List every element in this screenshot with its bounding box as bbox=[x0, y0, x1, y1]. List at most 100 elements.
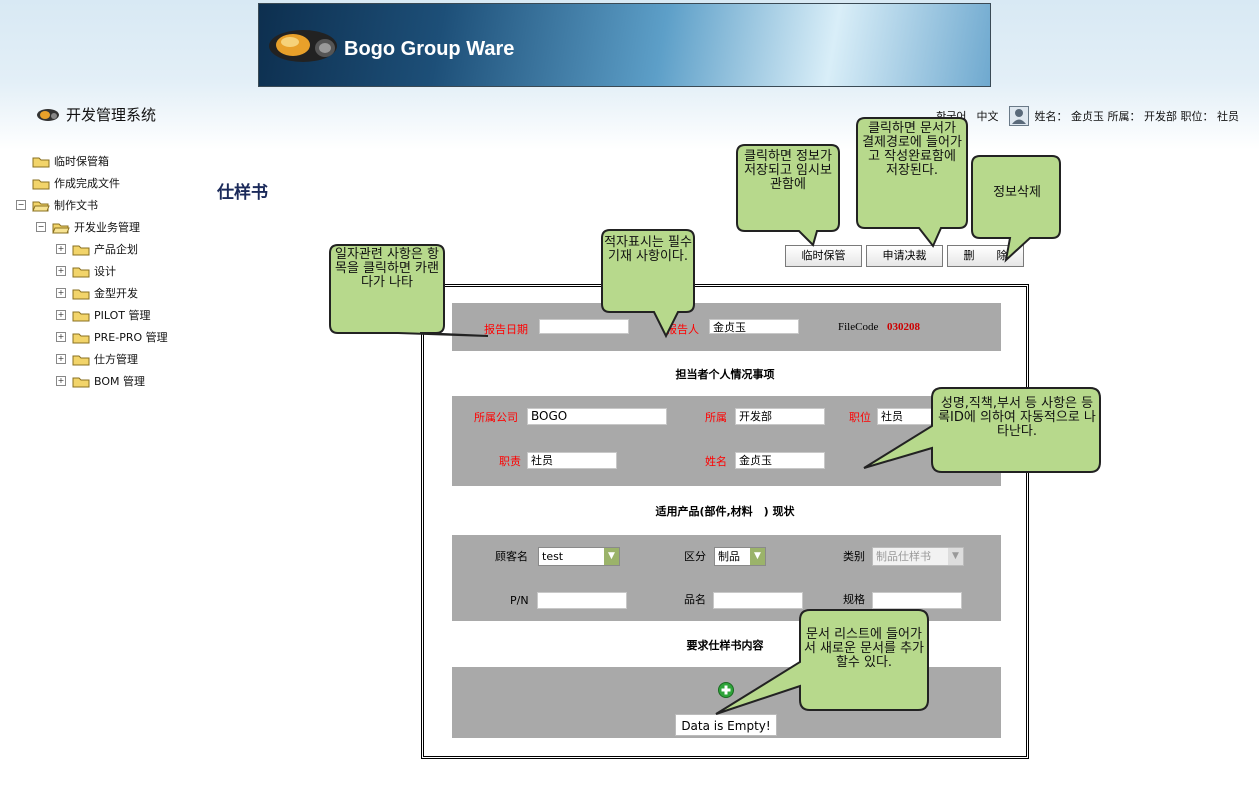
filecode-label: FileCode bbox=[838, 321, 879, 333]
product-name-input[interactable] bbox=[713, 592, 803, 609]
user-info: 姓名： 金贞玉 所属： 开发部 职位： 社员 bbox=[1034, 110, 1239, 123]
required-hint-text: 적자표시는 필수기재 사항이다. bbox=[604, 235, 692, 264]
approval-hint-text: 클릭하면 문서가 결제경로에 들어가고 작성완료함에 저장된다. bbox=[862, 121, 962, 178]
sidebar-item-label: 产品企划 bbox=[94, 243, 138, 256]
temp-save-hint-text: 클릭하면 정보가 저장되고 임시보관함에 bbox=[744, 149, 832, 192]
folder-icon bbox=[32, 179, 50, 189]
folder-icon bbox=[72, 311, 90, 321]
expand-icon[interactable]: + bbox=[56, 354, 66, 364]
sidebar-item-label: 金型开发 bbox=[94, 287, 138, 300]
sidebar-item-product-planning[interactable]: + 产品企划 bbox=[56, 241, 138, 257]
system-logo-icon bbox=[37, 108, 59, 121]
delete-hint-callout bbox=[971, 155, 1061, 263]
sidebar-item-label: 设计 bbox=[94, 265, 116, 278]
date-hint-callout bbox=[329, 244, 489, 337]
product-name-label: 品名 bbox=[684, 593, 706, 606]
sidebar-item-design[interactable]: + 设计 bbox=[56, 263, 116, 279]
category-select-value: 制品仕样书 bbox=[876, 550, 931, 563]
temp-save-hint-callout bbox=[736, 144, 840, 247]
sidebar-item-method[interactable]: + 仕方管理 bbox=[56, 351, 138, 367]
name-input[interactable]: 金贞玉 bbox=[735, 452, 825, 469]
folder-icon bbox=[72, 355, 90, 365]
report-date-label: 报告日期 bbox=[484, 323, 528, 336]
user-bar: 한국어 中文 姓名： 金贞玉 所属： 开发部 职位： 社员 bbox=[936, 106, 1239, 126]
spec-label: 规格 bbox=[843, 593, 865, 606]
category-label: 类别 bbox=[843, 550, 865, 563]
expand-icon[interactable]: + bbox=[56, 244, 66, 254]
folder-icon bbox=[72, 333, 90, 343]
reporter-input[interactable]: 金贞玉 bbox=[709, 319, 799, 334]
division-select-value: 制品 bbox=[718, 550, 740, 563]
folder-icon bbox=[72, 267, 90, 277]
request-approval-button[interactable]: 申请决裁 bbox=[866, 245, 943, 267]
system-title-bar: 开发管理系统 bbox=[36, 104, 156, 125]
add-doc-hint-callout bbox=[715, 609, 929, 715]
open-folder-icon bbox=[52, 223, 70, 233]
user-avatar-icon bbox=[1008, 106, 1029, 126]
sidebar-item-label: BOM 管理 bbox=[94, 375, 145, 388]
sidebar-item-label: 开发业务管理 bbox=[74, 221, 140, 234]
lang-chinese-link[interactable]: 中文 bbox=[976, 110, 999, 123]
add-doc-hint-text: 문서 리스트에 들어가서 새로운 문서를 추가할수 있다. bbox=[803, 627, 925, 670]
folder-icon bbox=[72, 377, 90, 387]
pn-label: P/N bbox=[510, 594, 529, 607]
expand-icon[interactable]: + bbox=[56, 288, 66, 298]
sidebar-item-completed-files[interactable]: 作成完成文件 bbox=[32, 175, 120, 191]
required-hint-callout bbox=[601, 229, 695, 339]
expand-icon[interactable]: + bbox=[56, 266, 66, 276]
reporter-label: 报告人 bbox=[666, 323, 699, 336]
expand-icon[interactable]: + bbox=[56, 332, 66, 342]
sidebar-item-label: 制作文书 bbox=[54, 199, 98, 212]
sidebar-item-pre-pro[interactable]: + PRE-PRO 管理 bbox=[56, 329, 168, 345]
expand-icon[interactable]: + bbox=[56, 376, 66, 386]
division-label: 区分 bbox=[684, 550, 706, 563]
product-info-band: 顾客名 test ▼ 区分 制品 ▼ 类别 制品仕样书 ▼ P/N 品名 规格 bbox=[452, 535, 1001, 621]
auto-info-hint-callout bbox=[863, 387, 1101, 473]
duty-input[interactable]: 社员 bbox=[527, 452, 617, 469]
chevron-down-icon[interactable]: ▼ bbox=[750, 548, 765, 565]
folder-icon bbox=[72, 245, 90, 255]
sidebar-item-label: PILOT 管理 bbox=[94, 309, 151, 322]
report-info-band: 报告日期 报告人 金贞玉 FileCode 030208 bbox=[452, 303, 1001, 351]
section-requirement-title: 要求仕样书内容 bbox=[686, 639, 764, 652]
sidebar-item-pilot[interactable]: + PILOT 管理 bbox=[56, 307, 151, 323]
folder-icon bbox=[32, 157, 50, 167]
position-label: 职位 bbox=[849, 411, 871, 424]
approval-hint-callout bbox=[856, 117, 968, 248]
section-product-title: 适用产品(部件,材料 ) 现状 bbox=[655, 505, 795, 518]
report-date-input[interactable] bbox=[539, 319, 629, 334]
sidebar-item-mold-dev[interactable]: + 金型开发 bbox=[56, 285, 138, 301]
pn-input[interactable] bbox=[537, 592, 627, 609]
sidebar-item-make-docs[interactable]: − 制作文书 bbox=[16, 197, 98, 213]
auto-info-hint-text: 성명,직책,부서 등 사항은 등록ID에 의하여 자동적으로 나타난다. bbox=[938, 396, 1096, 439]
customer-label: 顾客名 bbox=[495, 550, 528, 563]
banner: Bogo Group Ware bbox=[258, 3, 991, 87]
spec-input[interactable] bbox=[872, 592, 962, 609]
sidebar-item-label: 作成完成文件 bbox=[54, 177, 120, 190]
sidebar-item-temp-box[interactable]: 临时保管箱 bbox=[32, 153, 109, 169]
dept-input[interactable]: 开发部 bbox=[735, 408, 825, 425]
category-select: 制品仕样书 ▼ bbox=[872, 547, 964, 566]
sidebar-item-dev-business[interactable]: − 开发业务管理 bbox=[36, 219, 140, 235]
position-input[interactable]: 社员 bbox=[877, 408, 937, 425]
sidebar-item-label: PRE-PRO 管理 bbox=[94, 331, 168, 344]
collapse-icon[interactable]: − bbox=[16, 200, 26, 210]
company-label: 所属公司 bbox=[474, 411, 518, 424]
chevron-down-icon: ▼ bbox=[948, 548, 963, 565]
collapse-icon[interactable]: − bbox=[36, 222, 46, 232]
division-select[interactable]: 制品 ▼ bbox=[714, 547, 766, 566]
sidebar-item-bom[interactable]: + BOM 管理 bbox=[56, 373, 145, 389]
company-input[interactable]: BOGO bbox=[527, 408, 667, 425]
section-person-title: 担当者个人情况事项 bbox=[675, 368, 775, 381]
customer-select[interactable]: test ▼ bbox=[538, 547, 620, 566]
temp-save-button[interactable]: 临时保管 bbox=[785, 245, 862, 267]
sidebar-item-label: 临时保管箱 bbox=[54, 155, 109, 168]
banner-title: Bogo Group Ware bbox=[344, 38, 515, 60]
folder-icon bbox=[72, 289, 90, 299]
add-icon[interactable] bbox=[718, 682, 734, 698]
page-title: 仕样书 bbox=[217, 183, 268, 203]
expand-icon[interactable]: + bbox=[56, 310, 66, 320]
date-hint-text: 일자관련 사항은 항목을 클릭하면 카랜다가 나타 bbox=[335, 247, 439, 290]
goggles-logo-icon bbox=[269, 30, 337, 62]
chevron-down-icon[interactable]: ▼ bbox=[604, 548, 619, 565]
